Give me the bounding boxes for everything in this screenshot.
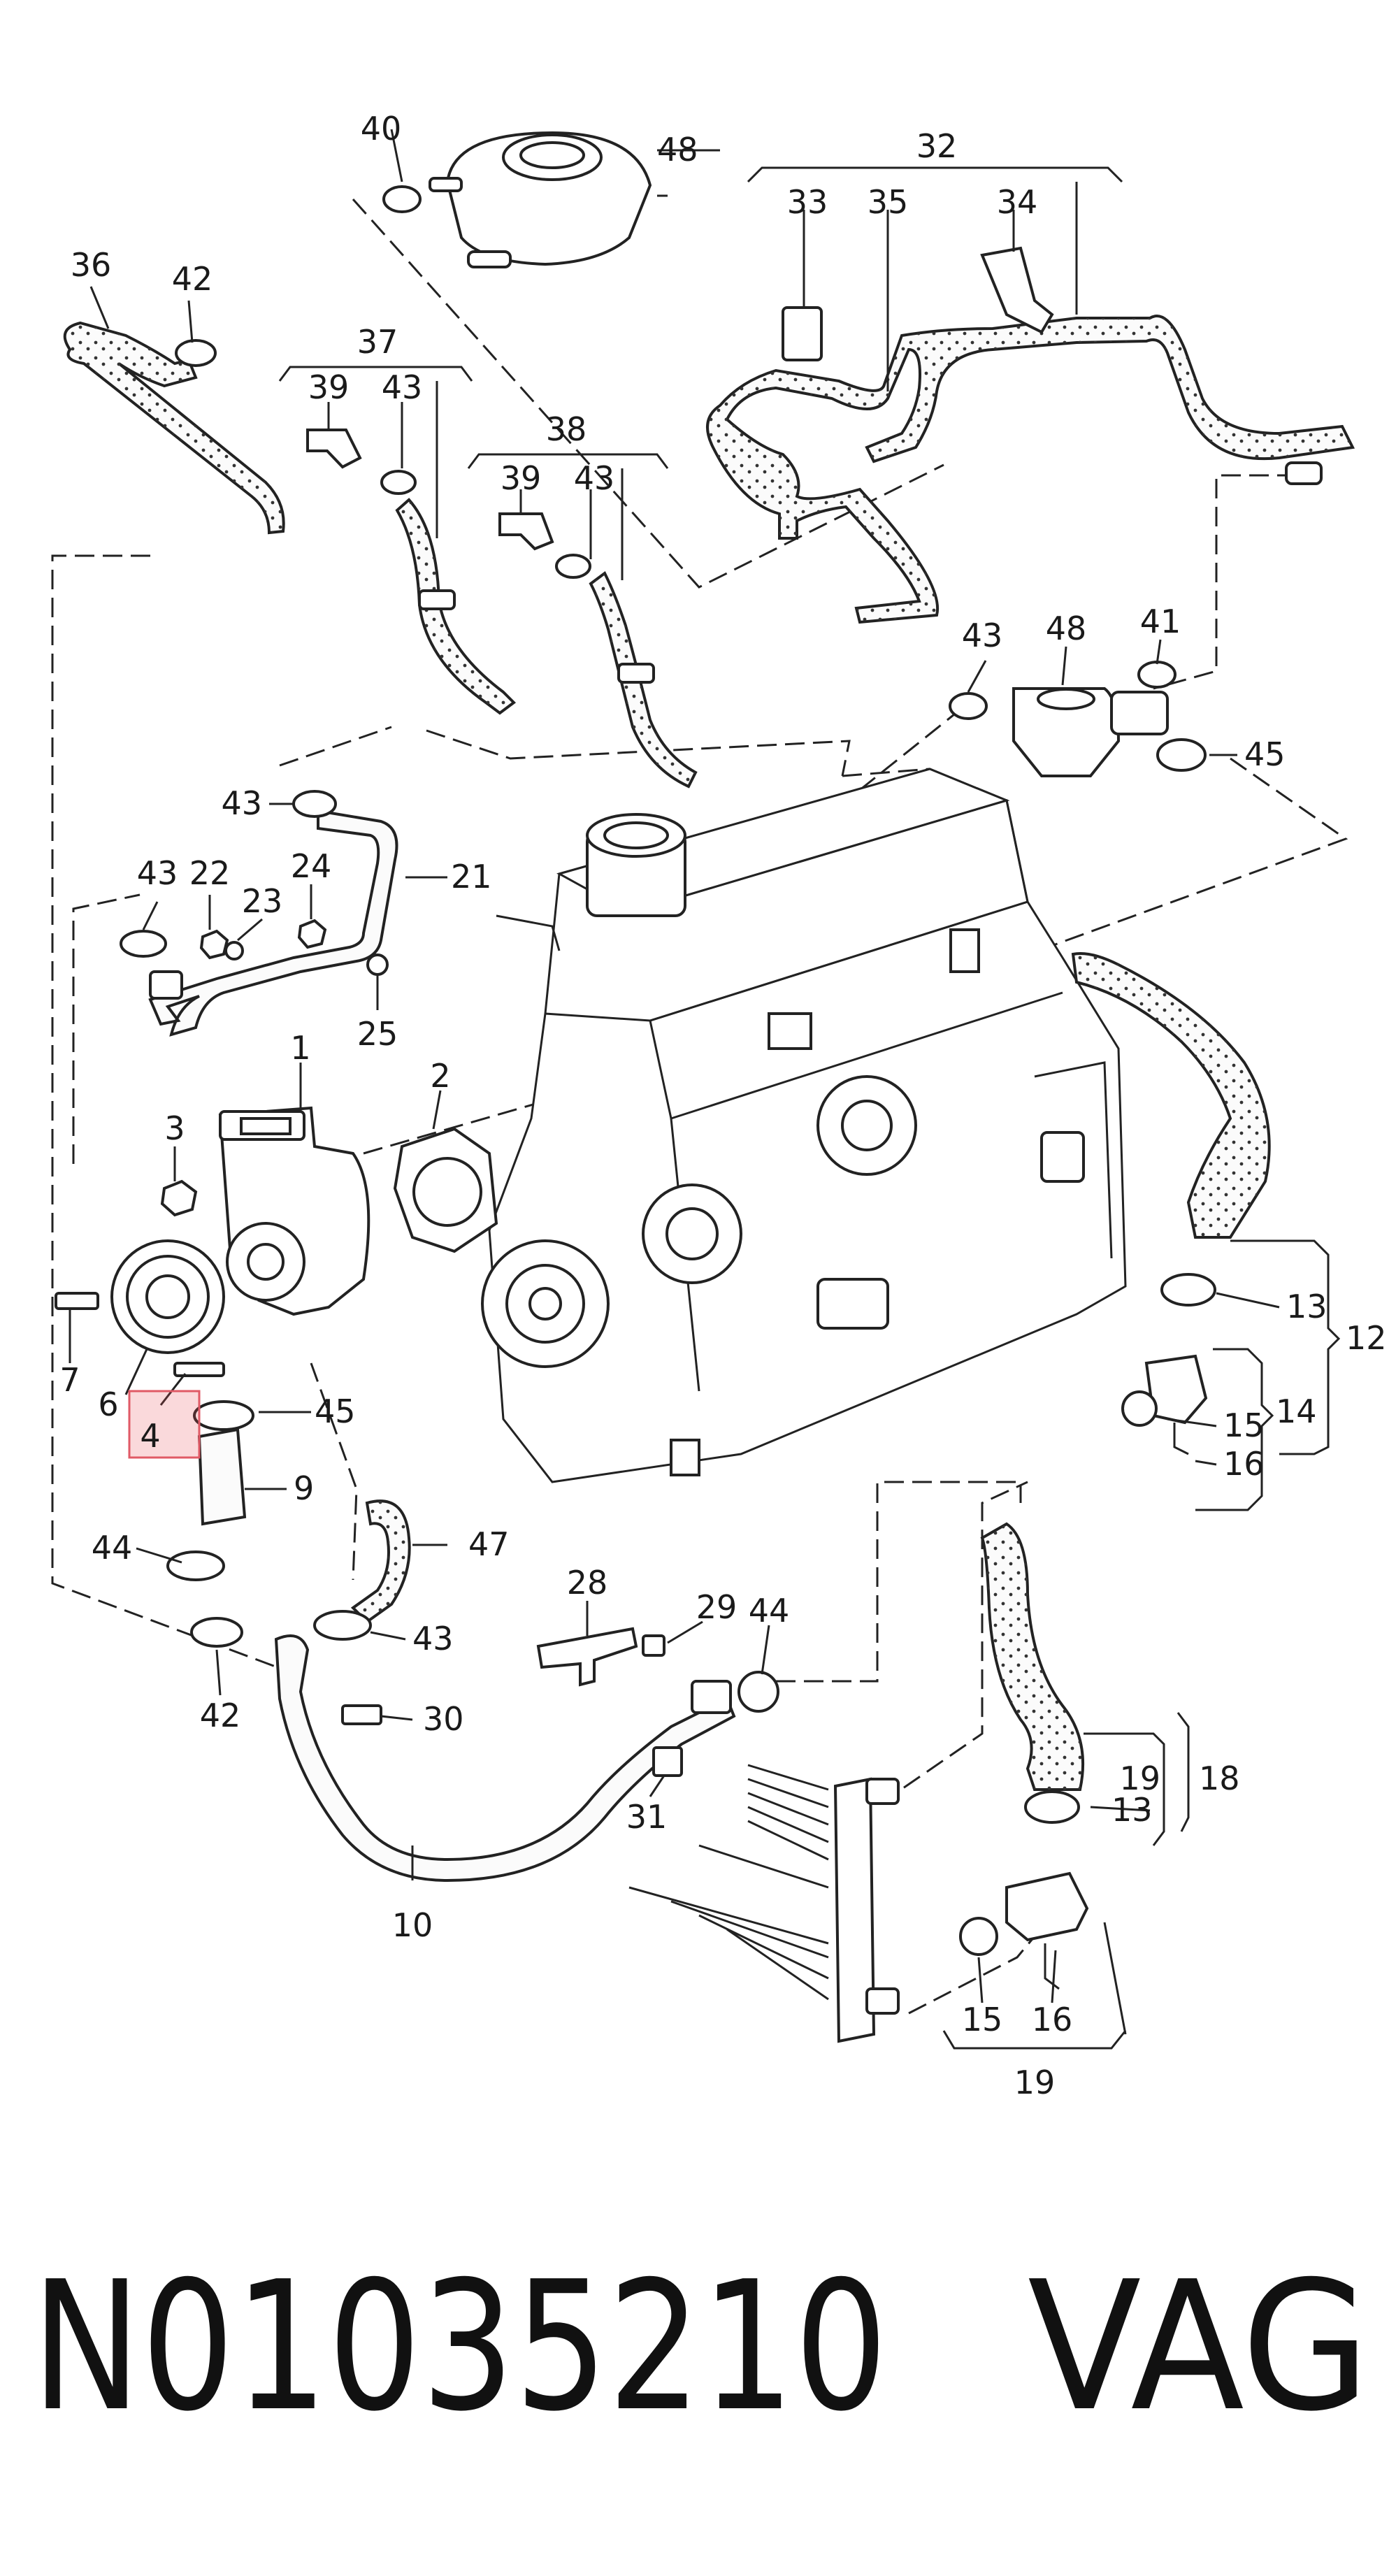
callout-47: 47 [468,1525,510,1563]
callout-37: 37 [357,323,398,361]
brand-name: VAG [1028,2243,1370,2451]
leader-lines [69,129,1341,2050]
part-number: N01035210 [31,2243,888,2451]
callout-42: 42 [200,1697,241,1734]
callout-35: 35 [868,183,909,221]
callout-44: 44 [92,1529,133,1567]
expansion-tank [429,131,668,268]
callout-13: 13 [1111,1791,1153,1829]
callout-23: 23 [242,882,283,920]
callout-15: 15 [1223,1406,1265,1444]
callout-14: 14 [1276,1393,1317,1430]
callout-34: 34 [997,183,1038,221]
callout-43: 43 [382,368,423,406]
callout-22: 22 [189,854,231,892]
callout-3: 3 [164,1109,185,1147]
callout-19: 19 [1014,2064,1056,2101]
callout-25: 25 [357,1015,398,1053]
footer: N01035210 VAG [31,2243,1370,2451]
callout-12: 12 [1346,1319,1387,1357]
fittings [55,185,1216,1990]
callout-43: 43 [574,459,615,497]
radiator [628,1764,900,2043]
callout-48: 48 [657,131,698,168]
callout-13: 13 [1286,1288,1327,1325]
callout-33: 33 [787,183,828,221]
callout-24: 24 [291,847,332,885]
callout-16: 16 [1223,1445,1265,1483]
callout-18: 18 [1199,1760,1240,1797]
callout-labels: 40 48 32 33 35 34 36 42 37 39 43 38 39 4… [59,110,1386,2101]
engine-block [481,768,1127,1483]
callout-21: 21 [451,858,492,895]
callout-39: 39 [308,368,350,406]
water-pump-assembly [110,1106,498,1377]
callout-48: 48 [1046,610,1087,647]
callout-45: 45 [1244,735,1286,773]
callout-40: 40 [361,110,402,147]
callout-41: 41 [1140,603,1181,640]
callout-15: 15 [962,2001,1003,2038]
callout-1: 1 [290,1029,310,1067]
callout-42: 42 [172,260,213,298]
callout-7: 7 [59,1361,80,1399]
callout-31: 31 [626,1798,668,1836]
callout-28: 28 [567,1564,608,1602]
callout-2: 2 [430,1057,450,1095]
callout-4: 4 [140,1417,160,1455]
callout-36: 36 [71,246,112,284]
callout-30: 30 [423,1700,464,1738]
callout-32: 32 [916,127,958,165]
callout-9: 9 [294,1469,314,1507]
callout-43: 43 [962,617,1003,654]
callout-45: 45 [315,1393,356,1430]
hoses [63,315,1355,1883]
callout-19: 19 [1119,1760,1160,1797]
callout-29: 29 [696,1588,737,1626]
callout-43: 43 [221,784,262,822]
callout-16: 16 [1032,2001,1073,2038]
callout-38: 38 [546,410,587,448]
callout-10: 10 [392,1906,433,1944]
highlight-box [128,1390,201,1459]
callout-43: 43 [137,854,178,892]
callout-39: 39 [501,459,542,497]
callout-6: 6 [98,1386,118,1423]
callout-44: 44 [749,1592,790,1629]
callout-43: 43 [412,1620,454,1657]
